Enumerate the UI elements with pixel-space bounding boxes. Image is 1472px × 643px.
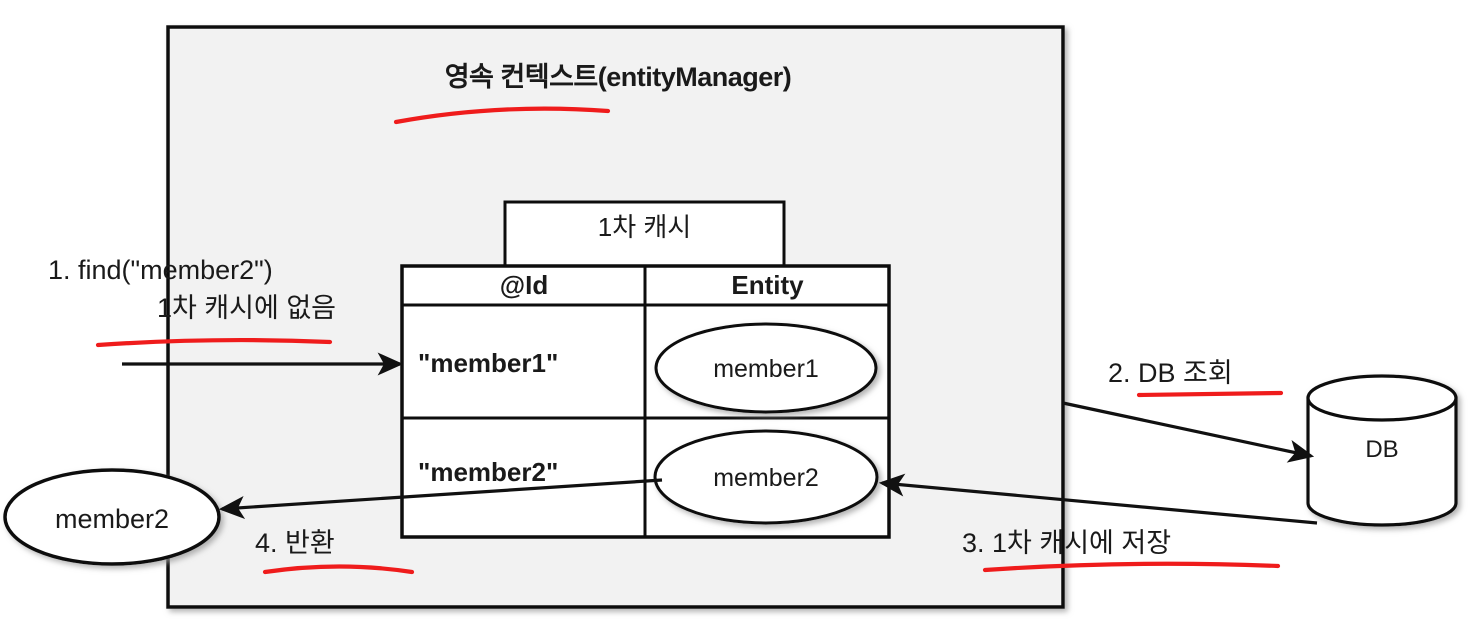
arrow-step2-db-query (1062, 401, 1315, 463)
table-row-2-id-cell: "member2" (418, 457, 559, 487)
table-column-header-entity: Entity (731, 270, 804, 300)
step2-underline (1136, 390, 1284, 398)
entity-ellipse-member1 (654, 322, 878, 414)
step-4-label: 4. 반환 (255, 528, 335, 558)
arrow-step4-return (218, 478, 663, 520)
step1-underline (95, 337, 333, 348)
step4-underline (262, 564, 415, 575)
database-cylinder (1306, 374, 1458, 527)
cache-header-box (503, 200, 786, 268)
arrow-step3-store-cache (878, 473, 1318, 525)
persistence-context-title: 영속 컨텍스트(entityManager) (444, 62, 792, 92)
table-row-1-entity-label: member1 (713, 355, 819, 383)
step3-underline (982, 561, 1281, 573)
table-row-2-entity-label: member2 (713, 464, 819, 492)
step-2-label: 2. DB 조회 (1108, 358, 1233, 388)
table-column-header-id: @Id (499, 270, 549, 300)
database-label: DB (1365, 436, 1399, 463)
title-underline (393, 106, 611, 125)
table-row-1-id-cell: "member1" (418, 348, 559, 378)
step-3-label: 3. 1차 캐시에 저장 (962, 528, 1172, 558)
returned-entity-label: member2 (54, 504, 170, 534)
step-1-label-line1: 1. find("member2") (48, 255, 273, 285)
cache-box-title: 1차 캐시 (597, 212, 692, 242)
step-1-label-line2: 1차 캐시에 없음 (156, 293, 336, 323)
entity-ellipse-member2 (653, 429, 879, 525)
